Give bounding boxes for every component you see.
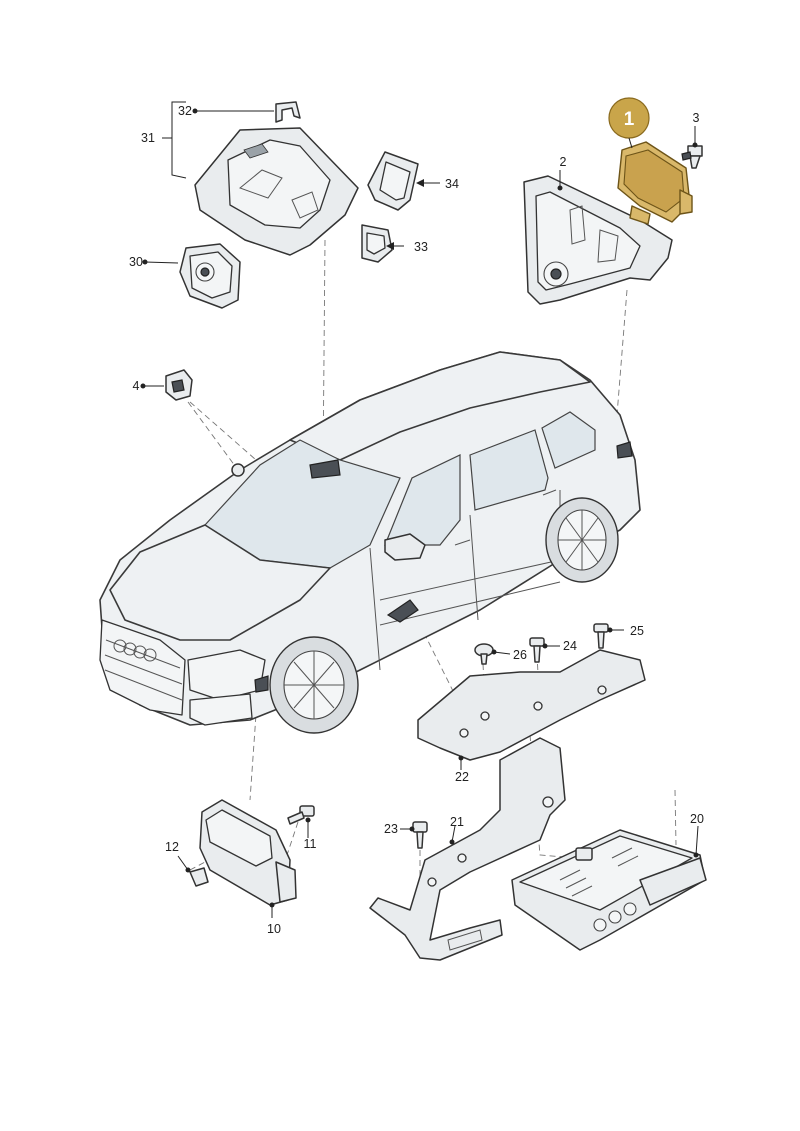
screw-25[interactable] xyxy=(593,623,609,649)
sensor-module-10[interactable] xyxy=(199,799,297,906)
mounting-plate-22[interactable] xyxy=(417,649,646,761)
screw-3[interactable] xyxy=(681,145,703,169)
highlight-badge: 1 xyxy=(608,97,650,139)
badge-label: 1 xyxy=(624,109,635,130)
radar-sensor-highlighted[interactable] xyxy=(617,141,693,225)
callout-23: 23 xyxy=(384,822,398,836)
callout-3: 3 xyxy=(693,111,700,125)
callout-4: 4 xyxy=(133,379,140,393)
arrow-heads xyxy=(140,108,699,908)
screw-24[interactable] xyxy=(529,637,545,663)
callout-25: 25 xyxy=(630,624,644,638)
clip-12[interactable] xyxy=(189,867,209,887)
callout-31: 31 xyxy=(141,131,155,145)
callout-21: 21 xyxy=(450,815,464,829)
callout-32: 32 xyxy=(178,104,192,118)
vehicle-illustration xyxy=(99,351,641,734)
control-module-20[interactable] xyxy=(511,829,707,951)
camera-unit-30[interactable] xyxy=(179,243,241,309)
callout-34: 34 xyxy=(445,177,459,191)
callout-22: 22 xyxy=(455,770,469,784)
screw-11[interactable] xyxy=(287,805,315,825)
screw-23[interactable] xyxy=(412,821,428,849)
callout-30: 30 xyxy=(129,255,143,269)
callout-10: 10 xyxy=(267,922,281,936)
mounting-bracket-2[interactable] xyxy=(523,175,673,305)
camera-bracket-frame[interactable] xyxy=(194,127,359,256)
rivet-26[interactable] xyxy=(474,643,494,665)
callout-2: 2 xyxy=(560,155,567,169)
sensor-4[interactable] xyxy=(165,369,193,401)
bracket-21[interactable] xyxy=(369,737,566,961)
callout-20: 20 xyxy=(690,812,704,826)
callout-33: 33 xyxy=(414,240,428,254)
callout-11: 11 xyxy=(304,837,317,851)
retaining-clip[interactable] xyxy=(275,101,301,123)
callout-24: 24 xyxy=(563,639,577,653)
camera-cover-34[interactable] xyxy=(367,151,419,211)
callout-labels: 3 2 4 10 11 12 20 21 22 23 24 25 26 30 3… xyxy=(129,104,704,936)
cover-piece-33[interactable] xyxy=(361,224,393,263)
callout-12: 12 xyxy=(165,840,179,854)
callout-26: 26 xyxy=(513,648,527,662)
